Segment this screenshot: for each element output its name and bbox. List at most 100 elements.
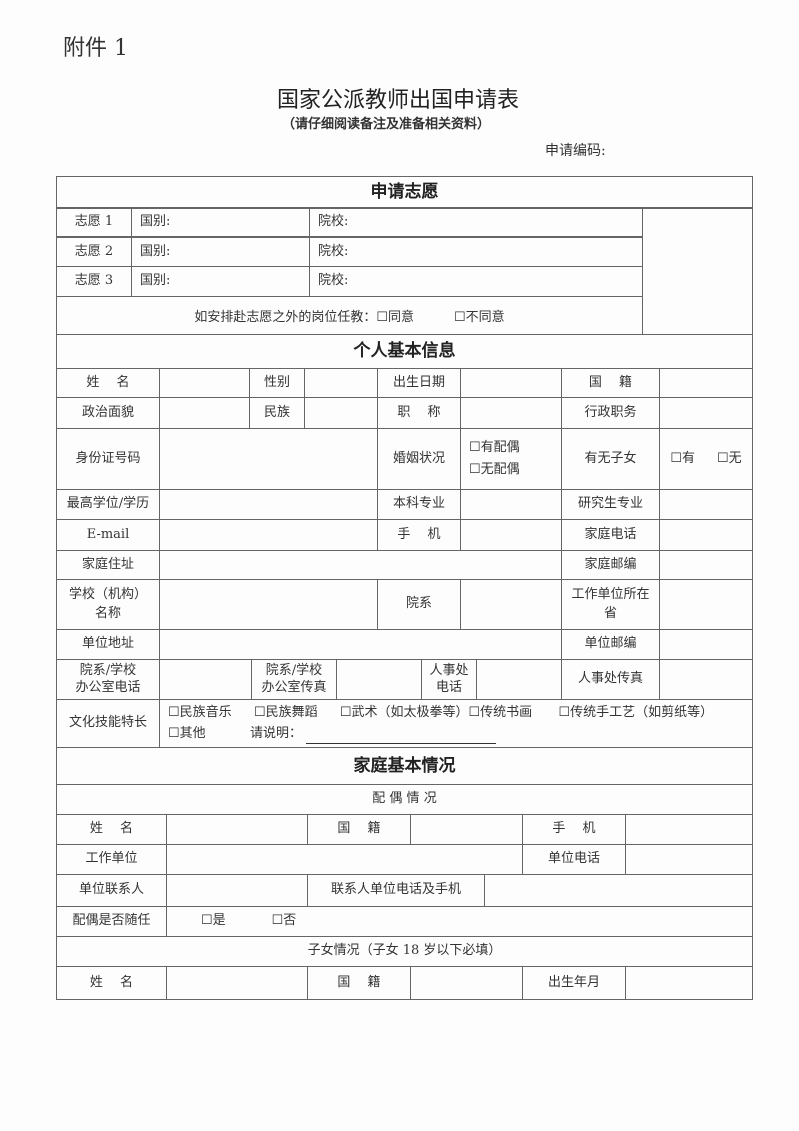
spouse-nationality-field[interactable] bbox=[410, 814, 523, 845]
home-zip-field[interactable] bbox=[659, 550, 753, 580]
ethnic-field[interactable] bbox=[304, 397, 378, 429]
nationality-field[interactable] bbox=[659, 368, 753, 398]
spouse-name-field[interactable] bbox=[166, 814, 308, 845]
married-checkbox[interactable]: ☐有配偶 bbox=[469, 439, 520, 455]
gender-field[interactable] bbox=[304, 368, 378, 398]
wish-1-school[interactable]: 院校: bbox=[309, 208, 643, 237]
province-field[interactable] bbox=[659, 579, 753, 630]
wish-3-country[interactable]: 国别: bbox=[131, 266, 310, 297]
school-field[interactable] bbox=[159, 579, 378, 630]
degree-field[interactable] bbox=[159, 489, 378, 520]
spouse-mobile-label: 手 机 bbox=[522, 814, 626, 845]
child-nationality-field[interactable] bbox=[410, 966, 523, 1000]
wish-3-school[interactable]: 院校: bbox=[309, 266, 643, 297]
unit-zip-label: 单位邮编 bbox=[561, 629, 660, 660]
accompany-no-checkbox[interactable]: ☐否 bbox=[271, 913, 297, 929]
photo-box[interactable] bbox=[642, 208, 753, 335]
office-fax-field[interactable] bbox=[336, 659, 422, 700]
home-phone-field[interactable] bbox=[659, 519, 753, 551]
unit-zip-field[interactable] bbox=[659, 629, 753, 660]
wish-2-label: 志愿 2 bbox=[56, 237, 132, 267]
children-subheader: 子女情况（子女 18 岁以下必填） bbox=[56, 936, 753, 967]
accompany-label: 配偶是否随任 bbox=[56, 906, 167, 937]
child-birth-field[interactable] bbox=[625, 966, 753, 1000]
hr-fax-label: 人事处传真 bbox=[561, 659, 660, 700]
wish-2-country[interactable]: 国别: bbox=[131, 237, 310, 267]
no-children-checkbox[interactable]: ☐无 bbox=[717, 450, 742, 466]
wish-1-label: 志愿 1 bbox=[56, 208, 132, 237]
explain-field[interactable] bbox=[305, 731, 496, 745]
spouse-work-field[interactable] bbox=[166, 844, 523, 875]
spouse-work-phone-label: 单位电话 bbox=[522, 844, 626, 875]
email-label: E-mail bbox=[56, 519, 160, 551]
undergrad-field[interactable] bbox=[460, 489, 562, 520]
birth-field[interactable] bbox=[460, 368, 562, 398]
contact-label: 单位联系人 bbox=[56, 874, 167, 907]
email-field[interactable] bbox=[159, 519, 378, 551]
skills-options: ☐民族音乐 ☐民族舞蹈 ☐武术（如太极拳等）☐传统书画 ☐传统手工艺（如剪纸等）… bbox=[159, 699, 753, 748]
wish-2-school[interactable]: 院校: bbox=[309, 237, 643, 267]
wish-3-label: 志愿 3 bbox=[56, 266, 132, 297]
school-label-line2: 名称 bbox=[94, 605, 121, 621]
disagree-checkbox[interactable]: ☐不同意 bbox=[454, 310, 505, 326]
address-label: 家庭住址 bbox=[56, 550, 160, 580]
skill-handicraft-checkbox[interactable]: ☐传统手工艺（如剪纸等） bbox=[558, 704, 714, 720]
office-phone-field[interactable] bbox=[159, 659, 252, 700]
spouse-work-label: 工作单位 bbox=[56, 844, 167, 875]
skill-other-checkbox[interactable]: ☐其他 bbox=[168, 725, 206, 741]
skill-martial-arts-calligraphy-checkbox[interactable]: ☐武术（如太极拳等）☐传统书画 bbox=[339, 704, 533, 720]
children-label: 有无子女 bbox=[561, 428, 660, 490]
contact-phone-label: 联系人单位电话及手机 bbox=[307, 874, 485, 907]
section-wishes: 申请志愿 bbox=[56, 176, 753, 208]
ethnic-label: 民族 bbox=[249, 397, 305, 429]
spouse-work-phone-field[interactable] bbox=[625, 844, 753, 875]
wish-1-country[interactable]: 国别: bbox=[131, 208, 310, 237]
province-label-line2: 省 bbox=[603, 605, 617, 621]
name-field[interactable] bbox=[159, 368, 250, 398]
school-label-line1: 学校（机构） bbox=[68, 586, 147, 602]
accompany-yes-checkbox[interactable]: ☐是 bbox=[201, 913, 226, 929]
gender-label: 性别 bbox=[249, 368, 305, 398]
id-field[interactable] bbox=[159, 428, 378, 490]
spouse-subheader: 配 偶 情 况 bbox=[56, 784, 753, 815]
skill-folk-dance-checkbox[interactable]: ☐民族舞蹈 bbox=[253, 704, 318, 720]
province-label: 工作单位所在 省 bbox=[561, 579, 660, 630]
spouse-nationality-label: 国 籍 bbox=[307, 814, 411, 845]
contact-field[interactable] bbox=[166, 874, 308, 907]
nationality-label: 国 籍 bbox=[561, 368, 660, 398]
dept-field[interactable] bbox=[460, 579, 562, 630]
mobile-field[interactable] bbox=[460, 519, 562, 551]
child-nationality-label: 国 籍 bbox=[307, 966, 411, 1000]
name-label: 姓 名 bbox=[56, 368, 160, 398]
home-zip-label: 家庭邮编 bbox=[561, 550, 660, 580]
marital-options: ☐有配偶 ☐无配偶 bbox=[460, 428, 562, 490]
unit-address-field[interactable] bbox=[159, 629, 562, 660]
address-field[interactable] bbox=[159, 550, 562, 580]
hr-phone-label-line1: 人事处 bbox=[429, 663, 469, 679]
spouse-mobile-field[interactable] bbox=[625, 814, 753, 845]
office-phone-label: 院系/学校 办公室电话 bbox=[56, 659, 160, 700]
section-personal: 个人基本信息 bbox=[56, 334, 753, 369]
grad-field[interactable] bbox=[659, 489, 753, 520]
agree-checkbox[interactable]: ☐同意 bbox=[376, 310, 414, 326]
title-field[interactable] bbox=[460, 397, 562, 429]
id-label: 身份证号码 bbox=[56, 428, 160, 490]
home-phone-label: 家庭电话 bbox=[561, 519, 660, 551]
unmarried-checkbox[interactable]: ☐无配偶 bbox=[469, 462, 520, 477]
unit-address-label: 单位地址 bbox=[56, 629, 160, 660]
application-code-label: 申请编码: bbox=[545, 143, 606, 159]
has-children-checkbox[interactable]: ☐有 bbox=[670, 450, 695, 466]
admin-post-field[interactable] bbox=[659, 397, 753, 429]
hr-phone-field[interactable] bbox=[476, 659, 562, 700]
political-label: 政治面貌 bbox=[56, 397, 160, 429]
birth-label: 出生日期 bbox=[377, 368, 461, 398]
form-subtitle: （请仔细阅读备注及准备相关资料） bbox=[282, 117, 491, 132]
skill-folk-music-checkbox[interactable]: ☐民族音乐 bbox=[168, 704, 232, 720]
hr-fax-field[interactable] bbox=[659, 659, 753, 700]
political-field[interactable] bbox=[159, 397, 250, 429]
child-name-field[interactable] bbox=[166, 966, 308, 1000]
office-phone-label-line1: 院系/学校 bbox=[79, 663, 137, 679]
contact-phone-field[interactable] bbox=[484, 874, 753, 907]
children-options: ☐有 ☐无 bbox=[659, 428, 753, 490]
